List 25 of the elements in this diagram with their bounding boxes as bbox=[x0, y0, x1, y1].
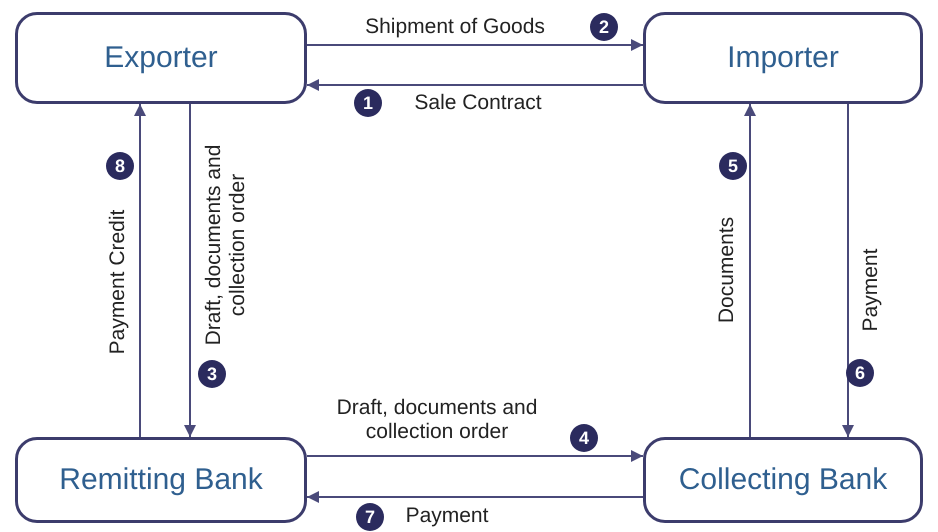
arrow bbox=[744, 104, 756, 437]
node-label: Importer bbox=[727, 41, 839, 75]
node-label: Exporter bbox=[104, 41, 218, 75]
step-number: 7 bbox=[356, 503, 384, 531]
step-number: 2 bbox=[590, 13, 618, 41]
step-number: 6 bbox=[846, 359, 874, 387]
step-number: 1 bbox=[354, 89, 382, 117]
process-box bbox=[643, 437, 923, 523]
edge-label: Shipment of Goods bbox=[363, 14, 547, 40]
arrow bbox=[307, 39, 643, 51]
step-number: 5 bbox=[719, 152, 747, 180]
node-label: Collecting Bank bbox=[678, 463, 888, 497]
arrow bbox=[842, 104, 854, 437]
step-number: 8 bbox=[106, 152, 134, 180]
process-box bbox=[15, 437, 307, 523]
arrow bbox=[307, 491, 643, 503]
arrow bbox=[134, 104, 146, 437]
node-label: Remitting Bank bbox=[59, 463, 263, 497]
arrow bbox=[184, 104, 196, 437]
process-box bbox=[15, 12, 307, 104]
arrow bbox=[307, 450, 643, 462]
step-number: 3 bbox=[198, 360, 226, 388]
process-box bbox=[643, 12, 923, 104]
step-number: 4 bbox=[570, 424, 598, 452]
arrow bbox=[307, 79, 643, 91]
